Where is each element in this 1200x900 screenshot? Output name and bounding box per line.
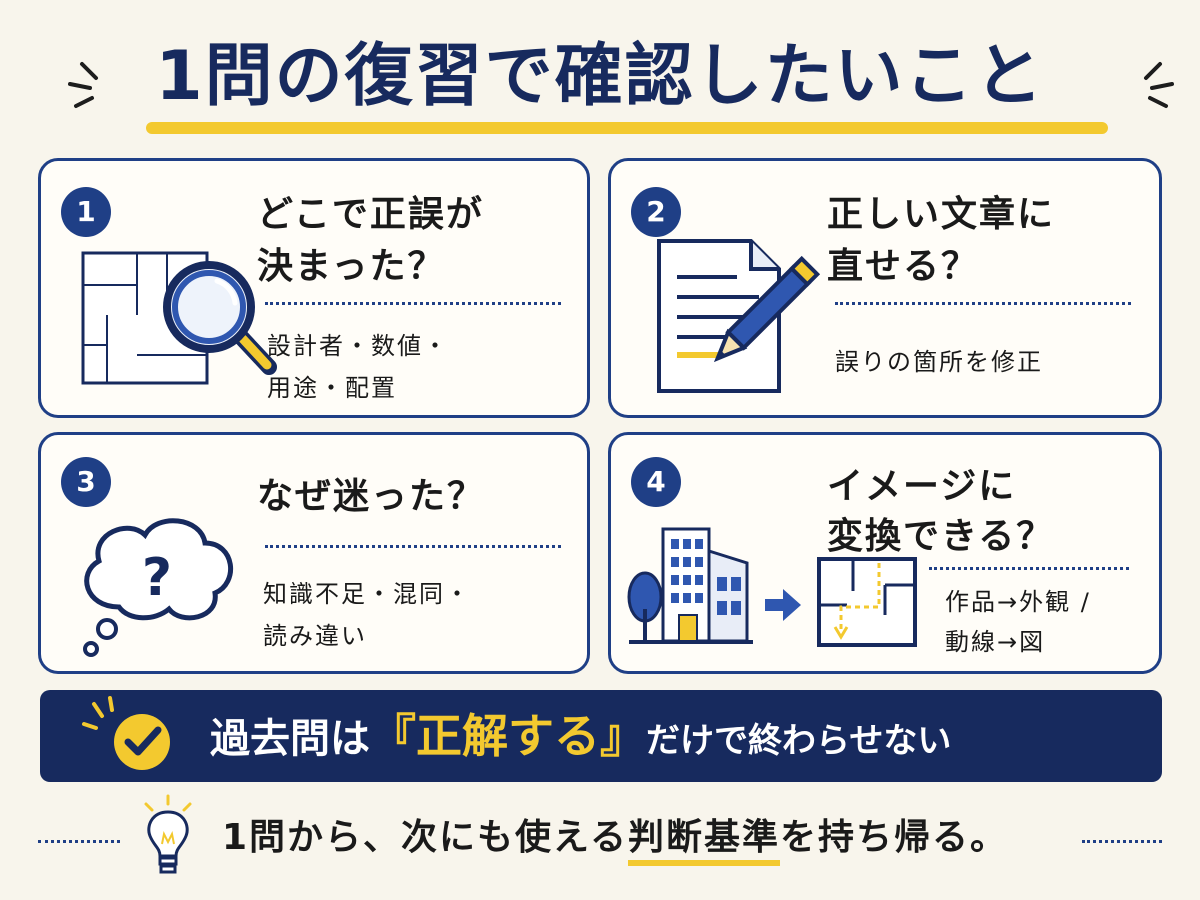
banner-text-part-1: 過去問は (210, 716, 370, 762)
card-divider (835, 302, 1131, 305)
check-circle-icon (82, 696, 170, 770)
card-text-line-1: 知識不足・混同・ (263, 580, 471, 608)
svg-text:?: ? (142, 548, 172, 608)
card-text-line-2: 動線→図 (945, 628, 1046, 656)
footer-message: 1問から、次にも使える判断基準を持ち帰る。 (222, 808, 1008, 868)
title-accent-right-icon (1144, 62, 1174, 108)
card-2: 2 正しい文章に 直せる？ 誤りの箇所を修正 (608, 158, 1162, 418)
card-title-line-2: 変換できる？ (827, 516, 1055, 557)
banner-text: 過去問は『正解する』だけで終わらせない (210, 690, 951, 782)
thought-bubble-question-icon: ? (83, 518, 233, 657)
card-title-line-1: 正しい文章に (827, 194, 1056, 235)
title-accent-left-icon (68, 62, 98, 108)
banner-highlight: 『正解する』 (370, 709, 646, 763)
lightbulb-icon (144, 794, 192, 874)
footer-highlight: 判断基準 (627, 817, 780, 866)
page-title: 1問の復習で確認したいこと (155, 37, 1045, 116)
card-3: 3 ? なぜ迷った？ 知識不足・混同・ 読み違い (38, 432, 590, 674)
card-title-line-1: どこで正誤が (257, 194, 484, 235)
key-message-banner (40, 690, 1162, 782)
card-title-line-1: イメージに (827, 466, 1017, 507)
footer-dots-right (1082, 840, 1162, 843)
card-number-badge: 4 (631, 457, 681, 507)
card-text-line-1: 作品→外観 / (945, 588, 1091, 616)
card-title-line-1: なぜ迷った？ (257, 476, 486, 517)
footer-text-part-1: 1問から、次にも使える (222, 817, 628, 858)
card-divider (265, 302, 561, 305)
banner-text-part-2: だけで終わらせない (646, 721, 952, 761)
card-number-badge: 2 (631, 187, 681, 237)
card-divider (265, 545, 561, 548)
building-to-floorplan-icon (627, 527, 917, 647)
card-text-line-2: 用途・配置 (267, 374, 397, 402)
card-number-badge: 3 (61, 457, 111, 507)
card-text-line-1: 設計者・数値・ (267, 332, 449, 360)
card-number-badge: 1 (61, 187, 111, 237)
card-title-line-2: 直せる？ (827, 246, 980, 287)
card-1: 1 どこで正誤が 決まった？ 設計者・数値・ 用途・配置 (38, 158, 590, 418)
footer-dots-left (38, 840, 120, 843)
footer-text-part-2: を持ち帰る。 (780, 817, 1009, 858)
document-pencil-icon (657, 239, 821, 393)
card-divider (929, 567, 1129, 570)
title-underline (146, 122, 1108, 134)
card-4: 4 イメージに 変換できる？ 作品→外観 / 動線→図 (608, 432, 1162, 674)
floorplan-magnifier-icon (81, 251, 277, 385)
card-text-line-1: 誤りの箇所を修正 (835, 348, 1043, 376)
card-text-line-2: 読み違い (263, 622, 367, 650)
card-title-line-2: 決まった？ (257, 246, 446, 287)
